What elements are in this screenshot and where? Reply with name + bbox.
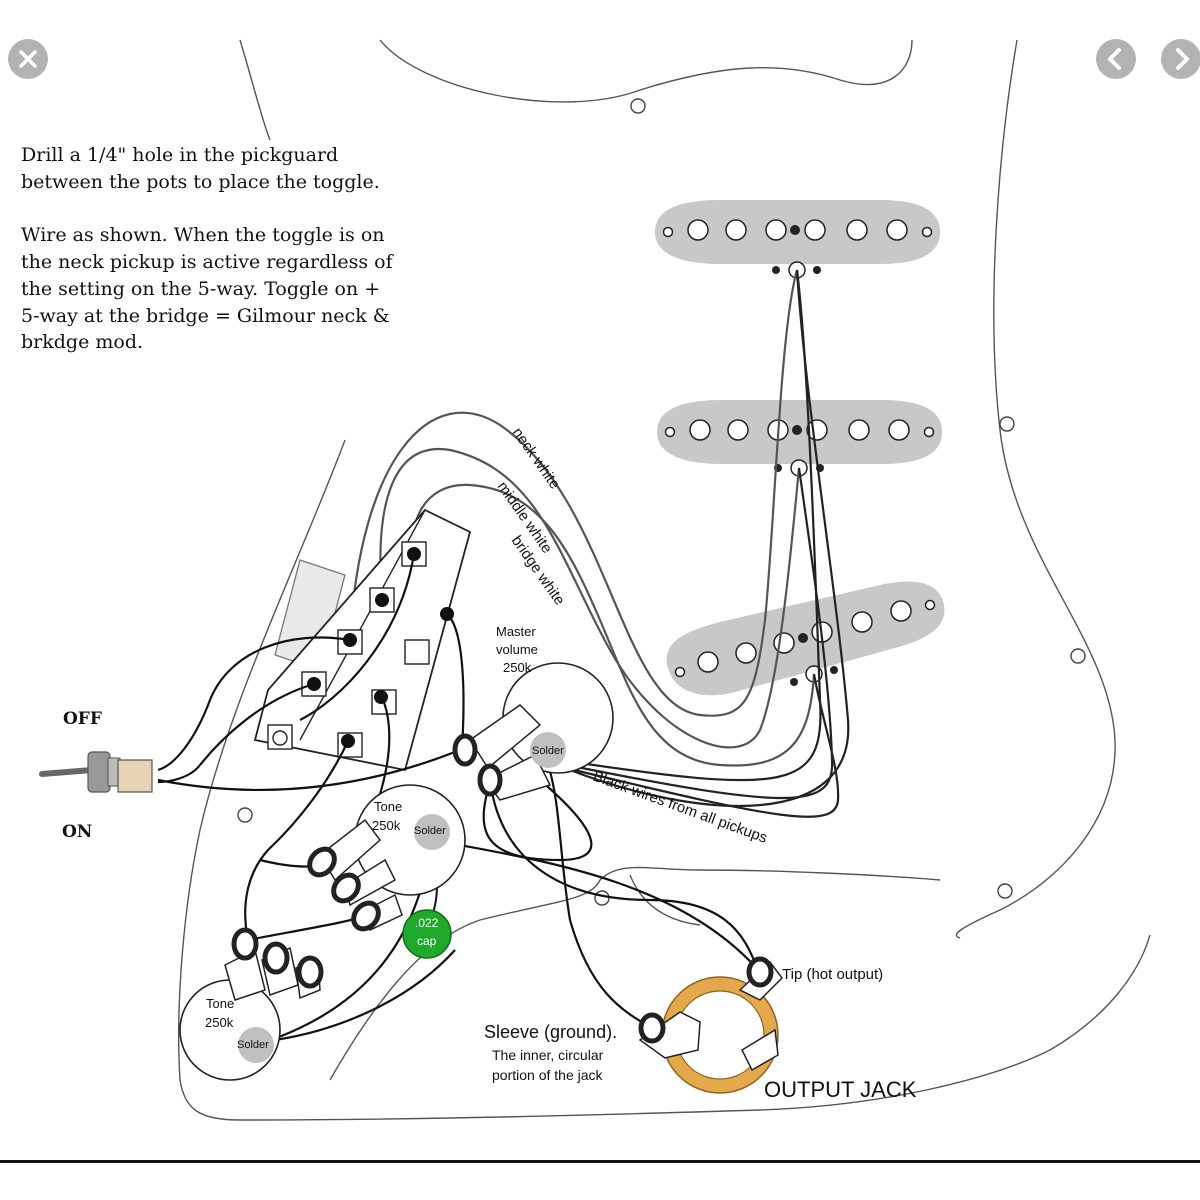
sleeve-desc-1: The inner, circular: [492, 1047, 604, 1063]
tone1-label-2: 250k: [372, 818, 401, 833]
toggle-off-label: OFF: [63, 709, 102, 729]
chevron-right-icon: [1176, 48, 1189, 70]
tone2-label-1: Tone: [206, 996, 234, 1011]
pickup-white-wires: [348, 269, 816, 767]
tone1-label-1: Tone: [374, 799, 402, 814]
pickup-black-wires: [559, 269, 850, 818]
output-jack-title: OUTPUT JACK: [764, 1077, 917, 1102]
instruction-wiring: Wire as shown. When the toggle is on the…: [21, 224, 393, 354]
master-volume-label-1: Master: [496, 624, 536, 639]
tone-pot-1: [307, 784, 466, 932]
tone2-solder-label: Solder: [237, 1039, 269, 1051]
cap-value-label: .022: [415, 916, 439, 930]
sleeve-desc-2: portion of the jack: [492, 1067, 604, 1083]
tone-pot-2: [179, 927, 324, 1081]
instructions-text: Drill a 1/4" hole in the pickguard betwe…: [21, 142, 401, 383]
capacitor: [402, 909, 452, 959]
toggle-on-label: ON: [62, 822, 92, 842]
master-volume-label-2: volume: [496, 642, 538, 657]
output-jack: [638, 956, 783, 1094]
neck-white-label: neck white: [509, 425, 564, 493]
mini-toggle-switch[interactable]: [39, 751, 153, 793]
tone2-label-2: 250k: [205, 1015, 234, 1030]
instruction-drill: Drill a 1/4" hole in the pickguard betwe…: [21, 144, 380, 193]
sleeve-label: Sleeve (ground).: [484, 1022, 617, 1042]
bottom-divider: [0, 1160, 1200, 1163]
master-volume-solder-label: Solder: [532, 745, 564, 757]
tone1-solder-label: Solder: [414, 825, 446, 837]
tip-label: Tip (hot output): [782, 966, 883, 983]
close-icon: [19, 50, 37, 68]
master-volume-pot: [452, 662, 614, 801]
chevron-left-icon: [1108, 48, 1121, 70]
cap-type-label: cap: [417, 934, 437, 948]
neck-pickup: [655, 200, 940, 279]
pickguard-outline: [178, 39, 1151, 1121]
previous-image-button[interactable]: [1096, 39, 1136, 79]
close-button[interactable]: [8, 39, 48, 79]
master-volume-label-3: 250k: [503, 660, 532, 675]
middle-pickup: [657, 400, 942, 477]
next-image-button[interactable]: [1161, 39, 1200, 79]
bridge-pickup: [666, 581, 945, 696]
